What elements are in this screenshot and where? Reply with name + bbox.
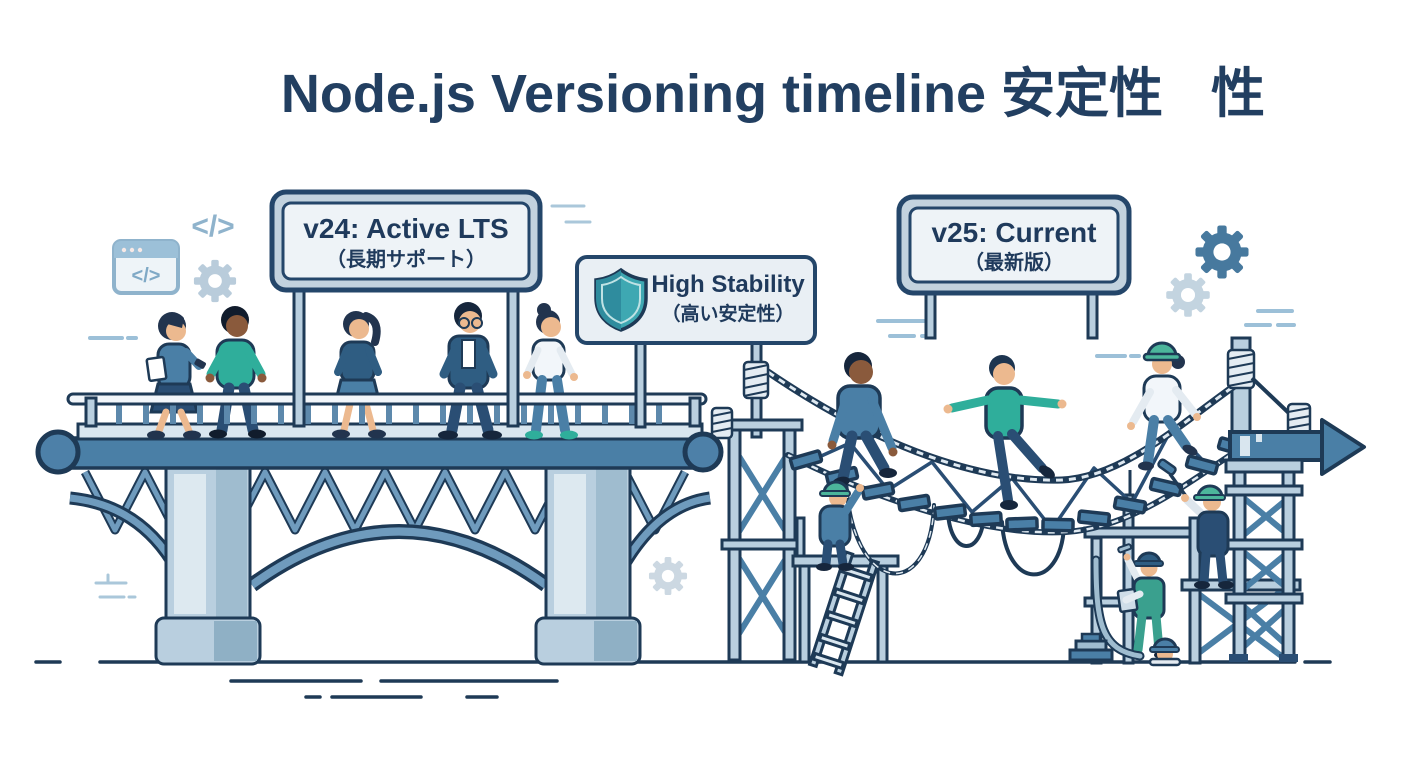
worker-crouching xyxy=(1148,637,1182,667)
arrow-base-plate xyxy=(1224,458,1304,474)
worker-platform-left xyxy=(816,480,864,571)
bridge-railing xyxy=(66,392,708,428)
bridge-deck-kerb xyxy=(76,422,704,441)
blueprint-mark xyxy=(94,573,137,599)
rope-walker-blue-shirt xyxy=(827,352,898,488)
speed-dashes xyxy=(88,204,1296,358)
title-main: Node.js Versioning timeline 安定性 xyxy=(281,64,1163,124)
bridge-pillar-left xyxy=(154,464,262,666)
sign-v25-line1: v25: Current xyxy=(932,217,1097,248)
railing-top-rail xyxy=(66,392,708,406)
current-sign-post-left xyxy=(924,288,937,340)
lts-sign-post-left xyxy=(292,286,306,428)
timeline-arrow xyxy=(1224,418,1366,476)
arrow-head xyxy=(1320,418,1366,476)
sign-v24-line2: （長期サポート） xyxy=(326,247,486,271)
stability-sign-post-left xyxy=(634,339,647,429)
code-tag-icon: </> xyxy=(191,210,234,243)
bridge-pillar-right xyxy=(534,464,642,666)
sign-stability-line1: High Stability xyxy=(651,271,805,298)
shield-icon xyxy=(594,267,648,332)
sign-v24-active-lts: v24: Active LTS （長期サポート） xyxy=(269,189,543,293)
solid-bridge xyxy=(35,422,712,666)
rope-walker-helmet-woman xyxy=(1127,341,1201,471)
ground-line xyxy=(34,660,1332,699)
pedestrian-man-teal xyxy=(205,306,267,439)
sign-v24-line1: v24: Active LTS xyxy=(303,213,508,244)
code-window-icon: </> xyxy=(112,239,180,295)
title-stray-character: 性 xyxy=(1211,64,1265,124)
sign-high-stability: High Stability （高い安定性） xyxy=(575,255,817,345)
rope-walker-teal-balancer xyxy=(943,355,1067,510)
current-sign-post-right xyxy=(1086,288,1099,340)
bridge-deck xyxy=(68,436,708,470)
timeline-start-cap xyxy=(35,429,81,475)
railing-end-post-right xyxy=(688,396,702,428)
worker-roller-right xyxy=(1157,458,1234,589)
sign-v25-current: v25: Current （最新版） xyxy=(896,194,1132,296)
rope-anchor-wraps xyxy=(710,348,1312,440)
gear-icon-dark xyxy=(1195,225,1249,279)
stacked-blocks xyxy=(1068,632,1114,662)
gear-icon-light xyxy=(1166,273,1210,317)
window-code-glyph: </> xyxy=(132,265,161,287)
gear-icon-left xyxy=(193,259,237,303)
page-title: Node.js Versioning timeline 安定性 性 xyxy=(281,64,1265,124)
gear-icon-faint xyxy=(648,556,688,596)
hose-pipe xyxy=(1091,555,1145,661)
scaffold-left xyxy=(720,418,900,677)
railing-end-post-left xyxy=(84,396,98,428)
lts-sign-post-right xyxy=(506,286,520,428)
rope-bridge-planks xyxy=(788,436,1252,533)
sign-v25-line2: （最新版） xyxy=(964,250,1064,274)
timeline-junction-cap xyxy=(682,431,724,473)
sign-stability-line2: （高い安定性） xyxy=(661,302,794,325)
